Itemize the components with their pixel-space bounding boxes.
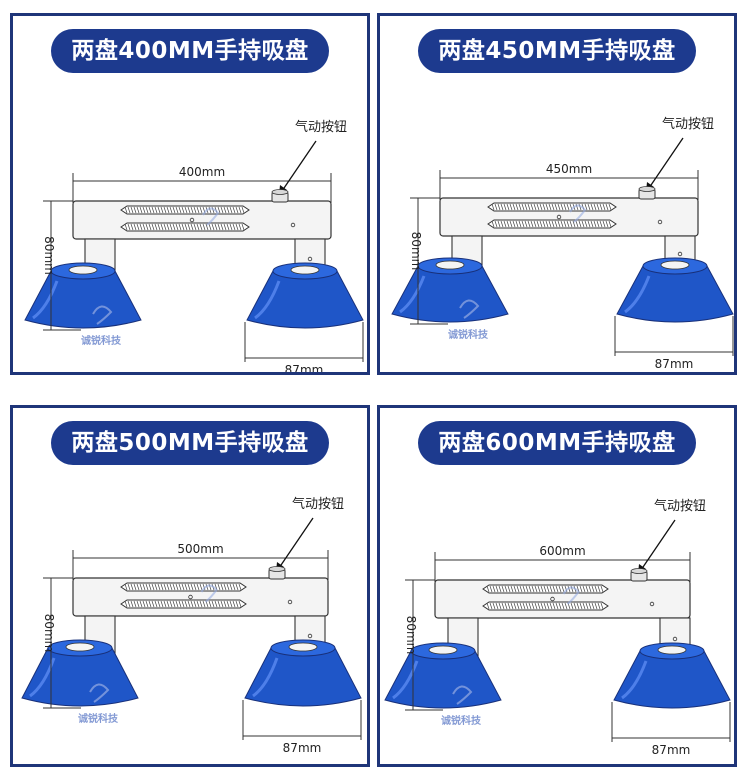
watermark-logo: 诚锐科技 <box>441 685 482 727</box>
watermark-text: 诚锐科技 <box>448 328 489 341</box>
length-label: 400mm <box>179 165 225 179</box>
suction-cup <box>21 639 139 707</box>
height-label: 80mm <box>42 614 56 653</box>
length-dimension: 450mm <box>439 162 699 200</box>
handle-body <box>72 566 329 617</box>
product-panel: 两盘400MM手持吸盘 400mm 气动按钮 80mm 87mm 诚锐科技 <box>10 13 370 375</box>
suction-cup-diagram: 500mm 气动按钮 80mm 87mm 诚锐科技 <box>21 496 362 755</box>
air-button-callout: 气动按钮 <box>276 496 344 572</box>
watermark-text: 诚锐科技 <box>81 334 122 347</box>
length-label: 450mm <box>546 162 592 176</box>
length-dimension: 600mm <box>434 544 691 582</box>
length-label: 600mm <box>539 544 585 558</box>
watermark-text: 诚锐科技 <box>78 712 119 725</box>
suction-cup <box>391 257 509 323</box>
cup-diameter-label: 87mm <box>652 743 691 757</box>
height-dimension: 80mm <box>42 577 81 709</box>
air-button-callout: 气动按钮 <box>646 116 714 192</box>
height-dimension: 80mm <box>42 200 81 331</box>
suction-cup <box>613 642 731 709</box>
height-dimension: 80mm <box>404 579 443 711</box>
cup-diameter-dimension: 87mm <box>611 702 731 757</box>
suction-cup <box>24 262 142 329</box>
watermark-body-logo <box>562 586 580 605</box>
suction-cup <box>384 642 502 709</box>
cup-diameter-dimension: 87mm <box>614 316 734 371</box>
height-dimension: 80mm <box>409 197 448 325</box>
watermark-body-logo <box>569 204 587 223</box>
suction-cup <box>616 257 734 323</box>
handle-body <box>439 186 699 237</box>
product-title-badge: 两盘450MM手持吸盘 <box>418 29 696 73</box>
watermark-logo: 诚锐科技 <box>448 299 489 341</box>
watermark-logo: 诚锐科技 <box>81 305 122 347</box>
air-button-label: 气动按钮 <box>292 496 344 512</box>
height-label: 80mm <box>42 236 56 275</box>
product-panel: 两盘450MM手持吸盘 450mm 气动按钮 80mm 87mm 诚锐科技 <box>377 13 737 375</box>
watermark-text: 诚锐科技 <box>441 714 482 727</box>
length-dimension: 400mm <box>72 165 332 203</box>
suction-cup <box>244 639 362 707</box>
cup-diameter-dimension: 87mm <box>244 322 364 372</box>
cup-diameter-dimension: 87mm <box>242 700 362 755</box>
cup-diameter-label: 87mm <box>655 357 694 371</box>
air-button-label: 气动按钮 <box>662 116 714 132</box>
watermark-body-logo <box>202 207 220 226</box>
watermark-logo: 诚锐科技 <box>78 683 119 725</box>
suction-cup-diagram: 400mm 气动按钮 80mm 87mm 诚锐科技 <box>24 119 364 372</box>
suction-cup-diagram: 450mm 气动按钮 80mm 87mm 诚锐科技 <box>391 116 734 371</box>
handle-body <box>72 189 332 240</box>
cup-diameter-label: 87mm <box>283 741 322 755</box>
suction-cup-diagram: 600mm 气动按钮 80mm 87mm 诚锐科技 <box>384 498 731 757</box>
product-panel: 两盘600MM手持吸盘 600mm 气动按钮 80mm 87mm 诚锐科技 <box>377 405 737 767</box>
air-button-label: 气动按钮 <box>654 498 706 514</box>
height-label: 80mm <box>404 616 418 655</box>
watermark-body-logo <box>200 584 218 603</box>
length-label: 500mm <box>177 542 223 556</box>
product-title-badge: 两盘400MM手持吸盘 <box>51 29 329 73</box>
air-button-callout: 气动按钮 <box>638 498 706 574</box>
handle-body <box>434 568 691 619</box>
cup-diameter-label: 87mm <box>285 363 324 372</box>
length-dimension: 500mm <box>72 542 329 580</box>
product-title-badge: 两盘500MM手持吸盘 <box>51 421 329 465</box>
air-button-callout: 气动按钮 <box>279 119 347 195</box>
height-label: 80mm <box>409 232 423 271</box>
suction-cup <box>246 262 364 329</box>
air-button-label: 气动按钮 <box>295 119 347 135</box>
product-panel: 两盘500MM手持吸盘 500mm 气动按钮 80mm 87mm 诚锐科技 <box>10 405 370 767</box>
product-title-badge: 两盘600MM手持吸盘 <box>418 421 696 465</box>
